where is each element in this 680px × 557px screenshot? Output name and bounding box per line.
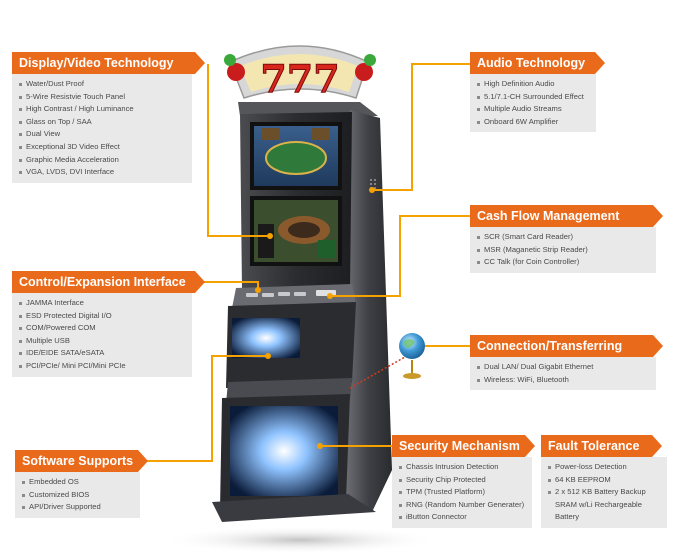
list-item: TPM (Trusted Platform) <box>398 486 528 499</box>
floor-shadow <box>160 526 440 554</box>
list-item: ESD Protected Digital I/O <box>18 310 188 323</box>
list-item: API/Driver Supported <box>21 501 136 514</box>
list-item: JAMMA Interface <box>18 297 188 310</box>
connector-display <box>207 64 270 237</box>
list-item: Wireless: WiFi, Bluetooth <box>476 374 652 387</box>
list-item: Exceptional 3D Video Effect <box>18 141 188 154</box>
fault-tolerance-title: Fault Tolerance <box>541 435 662 457</box>
bottom-screen <box>250 196 342 266</box>
list-item: Dual LAN/ Dual Gigabit Ethernet <box>476 361 652 374</box>
list-item: 5-Wire Resistvie Touch Panel <box>18 91 188 104</box>
mid-sparkle-panel <box>232 318 300 358</box>
list-item: COM/Powered COM <box>18 322 188 335</box>
wireless-dotted-link <box>349 356 406 389</box>
list-item: 64 KB EEPROM <box>547 474 663 487</box>
audio-list: High Definition Audio 5.1/7.1-CH Surroun… <box>470 74 596 133</box>
list-item: Battery <box>555 512 580 522</box>
audio-title: Audio Technology <box>470 52 605 74</box>
connector-software <box>136 380 213 462</box>
list-item: RNG (Random Number Generater) <box>398 499 528 512</box>
list-item: 2 x 512 KB Battery Backup <box>547 486 663 499</box>
list-item: SCR (Smart Card Reader) <box>476 231 652 244</box>
list-item: Multiple Audio Streams <box>476 103 592 116</box>
list-item: Water/Dust Proof <box>18 78 188 91</box>
security-title: Security Mechanism <box>392 435 535 457</box>
list-item: Embedded OS <box>21 476 136 489</box>
list-item: MSR (Maganetic Strip Reader) <box>476 244 652 257</box>
software-list: Embedded OS Customized BIOS API/Driver S… <box>15 472 140 518</box>
list-item: Security Chip Protected <box>398 474 528 487</box>
security-list: Chassis Intrusion Detection Security Chi… <box>392 457 532 528</box>
software-title: Software Supports <box>15 450 148 472</box>
list-item: 5.1/7.1-CH Surrounded Effect <box>476 91 592 104</box>
list-item: High Contrast / High Luminance <box>18 103 188 116</box>
list-item: Dual View <box>18 128 188 141</box>
display-video-list: Water/Dust Proof 5-Wire Resistvie Touch … <box>12 74 192 183</box>
display-video-title: Display/Video Technology <box>12 52 205 74</box>
list-item: VGA, LVDS, DVI Interface <box>18 166 188 179</box>
network-globe <box>399 333 425 379</box>
connector-cash <box>330 215 470 297</box>
control-expansion-title: Control/Expansion Interface <box>12 271 205 293</box>
top-screen <box>250 122 342 190</box>
cash-flow-title: Cash Flow Management <box>470 205 663 227</box>
connector-control-lower <box>211 355 268 380</box>
connector-lines <box>136 63 470 462</box>
control-expansion-list: JAMMA Interface ESD Protected Digital I/… <box>12 293 192 377</box>
list-item: PCI/PCIe/ Mini PCI/Mini PCIe <box>18 360 188 373</box>
list-item: Glass on Top / SAA <box>18 116 188 129</box>
list-item: Chassis Intrusion Detection <box>398 461 528 474</box>
fault-tolerance-list: Power-loss Detection 64 KB EEPROM 2 x 51… <box>541 457 667 528</box>
list-item: IDE/EIDE SATA/eSATA <box>18 347 188 360</box>
list-item: High Definition Audio <box>476 78 592 91</box>
list-item: Onboard 6W Amplifier <box>476 116 592 129</box>
list-item: CC Talk (for Coin Controller) <box>476 256 652 269</box>
marquee-777-sign: 777 <box>224 45 376 102</box>
list-item: iButton Connector <box>398 511 528 524</box>
list-item: SRAM w/Li Rechargeable <box>555 499 642 509</box>
list-item: Multiple USB <box>18 335 188 348</box>
connection-title: Connection/Transferring <box>470 335 663 357</box>
connector-audio <box>372 63 470 191</box>
cash-flow-list: SCR (Smart Card Reader) MSR (Maganetic S… <box>470 227 656 273</box>
connection-list: Dual LAN/ Dual Gigabit Ethernet Wireless… <box>470 357 656 391</box>
list-item: Customized BIOS <box>21 489 136 502</box>
list-item: Power-loss Detection <box>547 461 663 474</box>
list-item: Graphic Media Acceleration <box>18 154 188 167</box>
cabinet-base <box>212 494 376 522</box>
lower-sparkle-panel <box>230 406 338 496</box>
marquee-777-text: 777 <box>260 56 339 101</box>
cabinet-side-panel <box>345 110 392 512</box>
